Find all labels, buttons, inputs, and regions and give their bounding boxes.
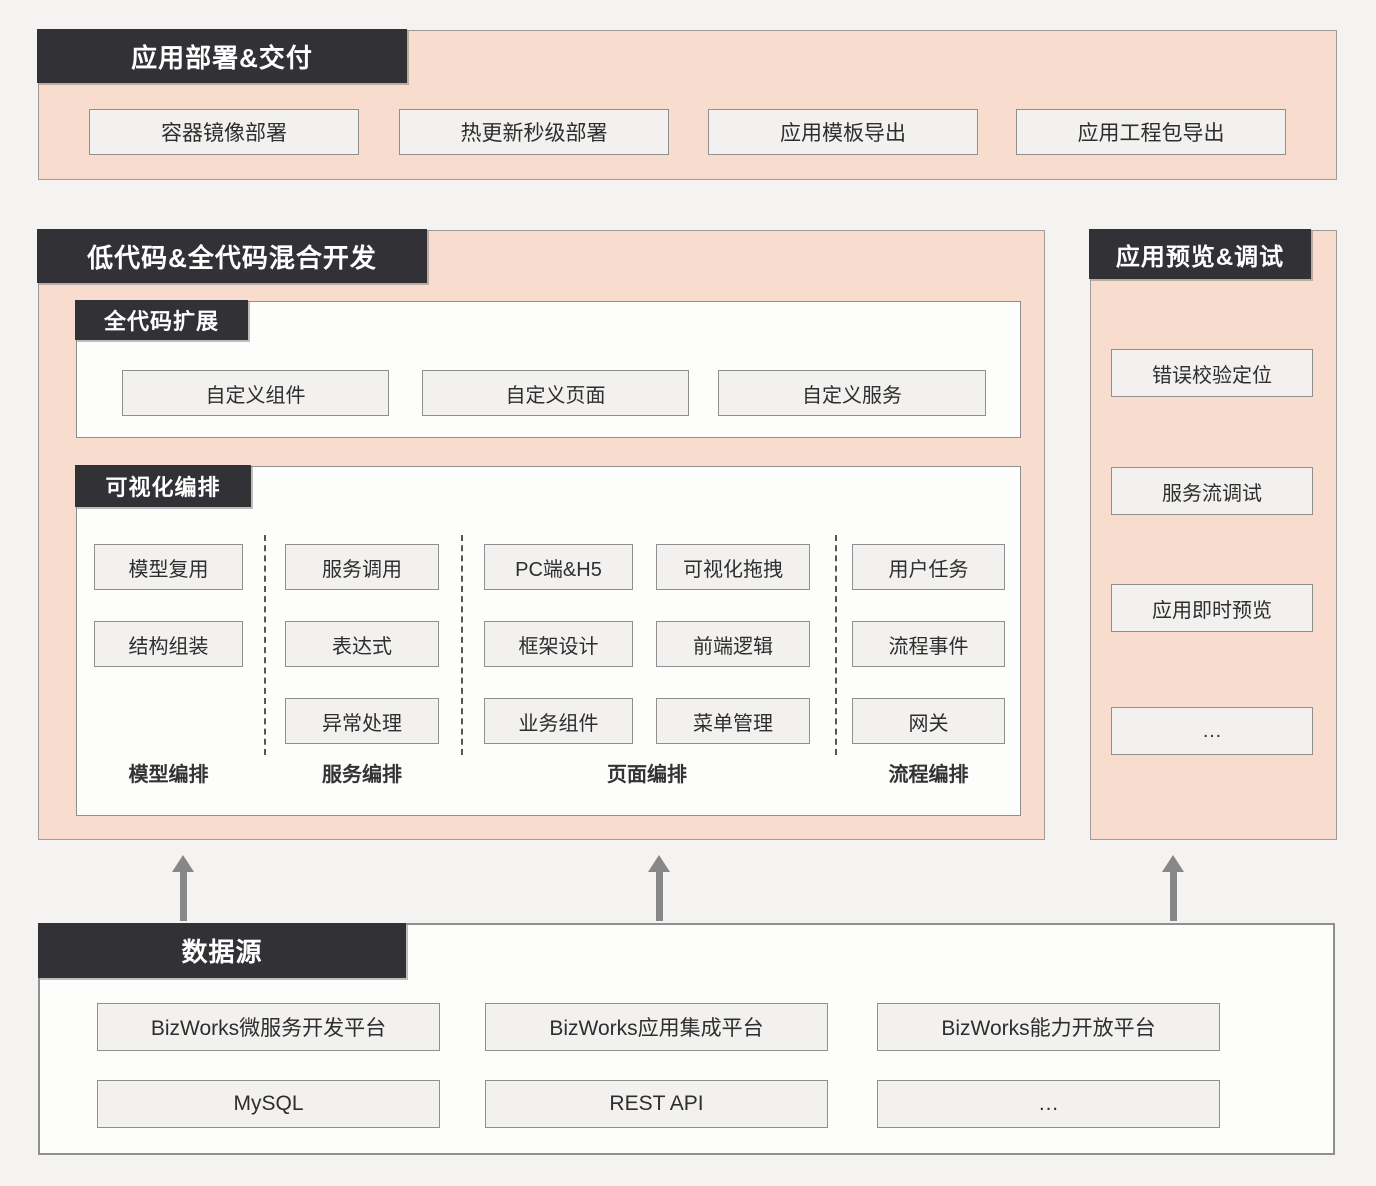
- up-arrow-icon: [648, 855, 670, 921]
- section-preview: 应用预览&调试 错误校验定位 服务流调试 应用即时预览 …: [1089, 229, 1337, 840]
- dashed-divider: [835, 535, 837, 755]
- visual-item: 前端逻辑: [656, 621, 810, 667]
- deploy-item: 应用模板导出: [708, 109, 978, 155]
- subsection-fullcode-header: 全代码扩展: [75, 300, 248, 340]
- section-lowcode-header: 低代码&全代码混合开发: [37, 229, 427, 283]
- arrow-head: [172, 855, 194, 872]
- section-datasource-header: 数据源: [38, 923, 406, 978]
- subsection-fullcode: 全代码扩展 自定义组件 自定义页面 自定义服务: [75, 300, 1021, 438]
- visual-item: 可视化拖拽: [656, 544, 810, 590]
- arrow-stem: [179, 872, 187, 921]
- visual-item: 结构组装: [94, 621, 243, 667]
- datasource-item: MySQL: [97, 1080, 440, 1128]
- section-deploy-header: 应用部署&交付: [37, 29, 407, 83]
- visual-item: 网关: [852, 698, 1005, 744]
- column-label: 页面编排: [607, 763, 687, 786]
- visual-item: 业务组件: [484, 698, 633, 744]
- arrow-head: [648, 855, 670, 872]
- dashed-divider: [461, 535, 463, 755]
- visual-item: PC端&H5: [484, 544, 633, 590]
- datasource-item: BizWorks微服务开发平台: [97, 1003, 440, 1051]
- column-label: 模型编排: [128, 763, 209, 786]
- visual-item: 异常处理: [285, 698, 439, 744]
- arrow-stem: [655, 872, 663, 921]
- section-preview-header: 应用预览&调试: [1089, 229, 1311, 279]
- deploy-item: 容器镜像部署: [89, 109, 359, 155]
- deploy-item: 应用工程包导出: [1016, 109, 1286, 155]
- visual-item: 用户任务: [852, 544, 1005, 590]
- visual-item: 模型复用: [94, 544, 243, 590]
- subsection-visual: 可视化编排 模型复用 结构组装 服务调用 表达式 异常处理 PC端&H5 框架设…: [75, 465, 1021, 816]
- datasource-item: REST API: [485, 1080, 828, 1128]
- visual-item: 服务调用: [285, 544, 439, 590]
- arrow-head: [1162, 855, 1184, 872]
- section-datasource: 数据源 BizWorks微服务开发平台 BizWorks应用集成平台 BizWo…: [38, 923, 1335, 1155]
- column-label: 流程编排: [888, 763, 969, 786]
- up-arrow-icon: [172, 855, 194, 921]
- fullcode-item: 自定义页面: [422, 370, 689, 416]
- fullcode-item: 自定义服务: [718, 370, 986, 416]
- up-arrow-icon: [1162, 855, 1184, 921]
- preview-item: 服务流调试: [1111, 467, 1313, 515]
- datasource-item: BizWorks能力开放平台: [877, 1003, 1220, 1051]
- fullcode-item: 自定义组件: [122, 370, 389, 416]
- visual-item: 表达式: [285, 621, 439, 667]
- dashed-divider: [264, 535, 266, 755]
- deploy-item: 热更新秒级部署: [399, 109, 669, 155]
- datasource-item: BizWorks应用集成平台: [485, 1003, 828, 1051]
- arrow-stem: [1169, 872, 1177, 921]
- visual-item: 框架设计: [484, 621, 633, 667]
- visual-item: 菜单管理: [656, 698, 810, 744]
- section-deploy: 应用部署&交付 容器镜像部署 热更新秒级部署 应用模板导出 应用工程包导出: [37, 29, 1337, 180]
- column-label: 服务编排: [322, 763, 402, 786]
- visual-item: 流程事件: [852, 621, 1005, 667]
- preview-item: 错误校验定位: [1111, 349, 1313, 397]
- datasource-item: …: [877, 1080, 1220, 1128]
- preview-item: 应用即时预览: [1111, 584, 1313, 632]
- preview-item: …: [1111, 707, 1313, 755]
- subsection-visual-header: 可视化编排: [75, 465, 251, 507]
- section-lowcode: 低代码&全代码混合开发 全代码扩展 自定义组件 自定义页面 自定义服务 可视化编…: [37, 229, 1045, 840]
